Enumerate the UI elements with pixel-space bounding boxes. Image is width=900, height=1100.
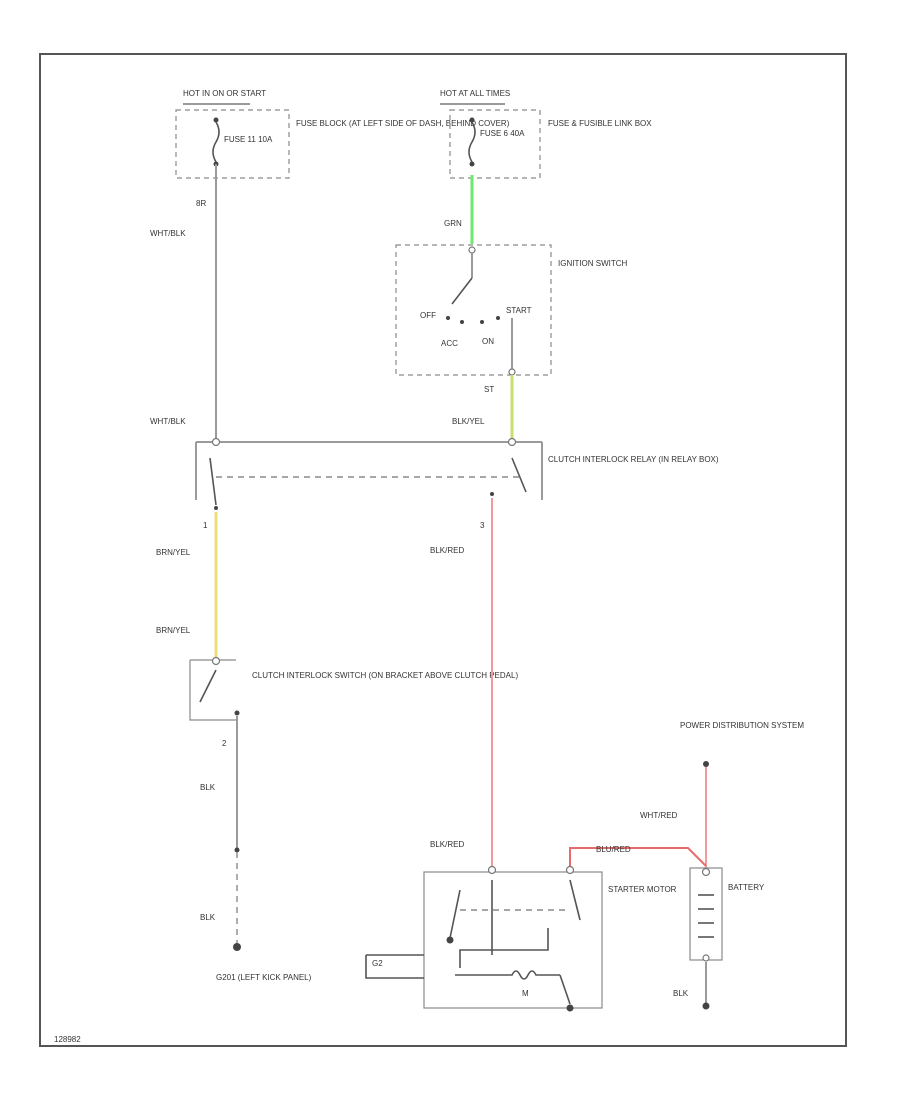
label-wire-grn: GRN: [444, 219, 462, 228]
label-ignition-switch: IGNITION SWITCH: [558, 259, 628, 268]
label-wire-blk-yel: BLK/YEL: [452, 417, 485, 426]
starter-gnd-lead: [365, 954, 424, 979]
label-relay: CLUTCH INTERLOCK RELAY (IN RELAY BOX): [548, 455, 719, 464]
fuse-link-box-outline: [449, 109, 541, 179]
power-dist-node: [703, 761, 709, 767]
label-fuse-block: FUSE BLOCK (AT LEFT SIDE OF DASH, BEHIND…: [296, 119, 510, 128]
blk-splice-node: [234, 847, 240, 853]
battery-ground-node: [702, 1002, 710, 1010]
ignition-pos-on: [480, 320, 484, 324]
label-pin-2: 2: [222, 739, 227, 748]
label-wire-brn-yel-2: BRN/YEL: [156, 626, 191, 635]
relay-contact-switch: [511, 457, 527, 493]
relay-left-input-terminal: [211, 437, 221, 447]
ignition-switch-blade: [451, 277, 473, 305]
fuse-block-outline: [175, 109, 290, 179]
diagram-frame: [39, 53, 847, 1047]
starter-coil-ground-node: [446, 936, 454, 944]
fuse-6-top-node: [469, 117, 475, 123]
label-hot-at-all-times: HOT AT ALL TIMES: [440, 89, 510, 98]
label-pin-3: 3: [480, 521, 485, 530]
clutch-switch-input-terminal: [211, 656, 221, 666]
label-wire-blk-1: BLK: [200, 783, 216, 792]
starter-internal-wiring: [459, 928, 549, 968]
label-starter-motor: STARTER MOTOR: [608, 885, 677, 894]
label-pin-1: 1: [203, 521, 208, 530]
ignition-input-terminal: [468, 246, 476, 254]
ignition-pos-off: [446, 316, 450, 320]
fuse-6-bottom-node: [469, 161, 475, 167]
starter-b-terminal: [565, 865, 575, 875]
ignition-switch-outline: [395, 244, 552, 376]
label-fuse-11: FUSE 11 10A: [224, 135, 273, 144]
relay-pin1-node: [214, 506, 218, 510]
ignition-pos-start: [496, 316, 500, 320]
label-wire-wht-blk-1: WHT/BLK: [150, 229, 186, 238]
fuse-11-symbol: [212, 121, 220, 163]
wire-blu-red: [569, 847, 707, 867]
label-ground-g201: G201 (LEFT KICK PANEL): [216, 973, 312, 982]
starter-motor-outline: [423, 871, 603, 1009]
label-battery: BATTERY: [728, 883, 765, 892]
label-wire-8r: 8R: [196, 199, 206, 208]
starter-field-return: [559, 974, 571, 1005]
relay-pin3-node: [490, 492, 494, 496]
label-pos-on: ON: [482, 337, 494, 346]
label-wire-wht-blk-2: WHT/BLK: [150, 417, 186, 426]
label-wire-blk-red-1: BLK/RED: [430, 546, 464, 555]
clutch-switch-output-node: [234, 710, 240, 716]
label-pin-st: ST: [484, 385, 494, 394]
starter-motor-coil: [455, 970, 560, 980]
starter-ground-node: [566, 1004, 574, 1012]
starter-s-terminal: [487, 865, 497, 875]
battery-positive-terminal: [701, 867, 711, 877]
ignition-pos-acc: [460, 320, 464, 324]
label-diagram-id: 128982: [54, 1035, 81, 1044]
starter-solenoid-contact: [569, 879, 581, 921]
starter-coil-lead-2: [449, 889, 461, 939]
label-wire-blu-red: BLU/RED: [596, 845, 631, 854]
label-clutch-switch: CLUTCH INTERLOCK SWITCH (ON BRACKET ABOV…: [252, 671, 518, 680]
label-wire-blk-2: BLK: [200, 913, 216, 922]
fuse-6-symbol: [468, 121, 476, 163]
ignition-st-terminal: [508, 368, 516, 376]
label-pos-start: START: [506, 306, 532, 315]
label-pos-acc: ACC: [441, 339, 458, 348]
label-ground-g2: G2: [372, 959, 383, 968]
label-power-distribution: POWER DISTRIBUTION SYSTEM: [680, 721, 804, 730]
fuse-11-top-node: [213, 117, 219, 123]
label-fuse-link-box: FUSE & FUSIBLE LINK BOX: [548, 119, 652, 128]
label-wire-wht-red: WHT/RED: [640, 811, 678, 820]
label-wire-blk-red-2: BLK/RED: [430, 840, 464, 849]
clutch-switch-blade: [199, 669, 217, 703]
label-hot-run-start: HOT IN ON OR START: [183, 89, 266, 98]
label-wire-brn-yel-1: BRN/YEL: [156, 548, 191, 557]
label-motor-m: M: [522, 989, 529, 998]
label-pos-off: OFF: [420, 311, 436, 320]
battery-negative-terminal: [702, 954, 710, 962]
relay-coil-switch: [209, 457, 217, 506]
label-wire-blk-3: BLK: [673, 989, 689, 998]
ground-g201-node: [233, 943, 241, 951]
relay-right-input-terminal: [507, 437, 517, 447]
battery-body: [689, 867, 723, 961]
label-fuse-6: FUSE 6 40A: [480, 129, 525, 138]
clutch-switch-outline: [189, 659, 236, 721]
